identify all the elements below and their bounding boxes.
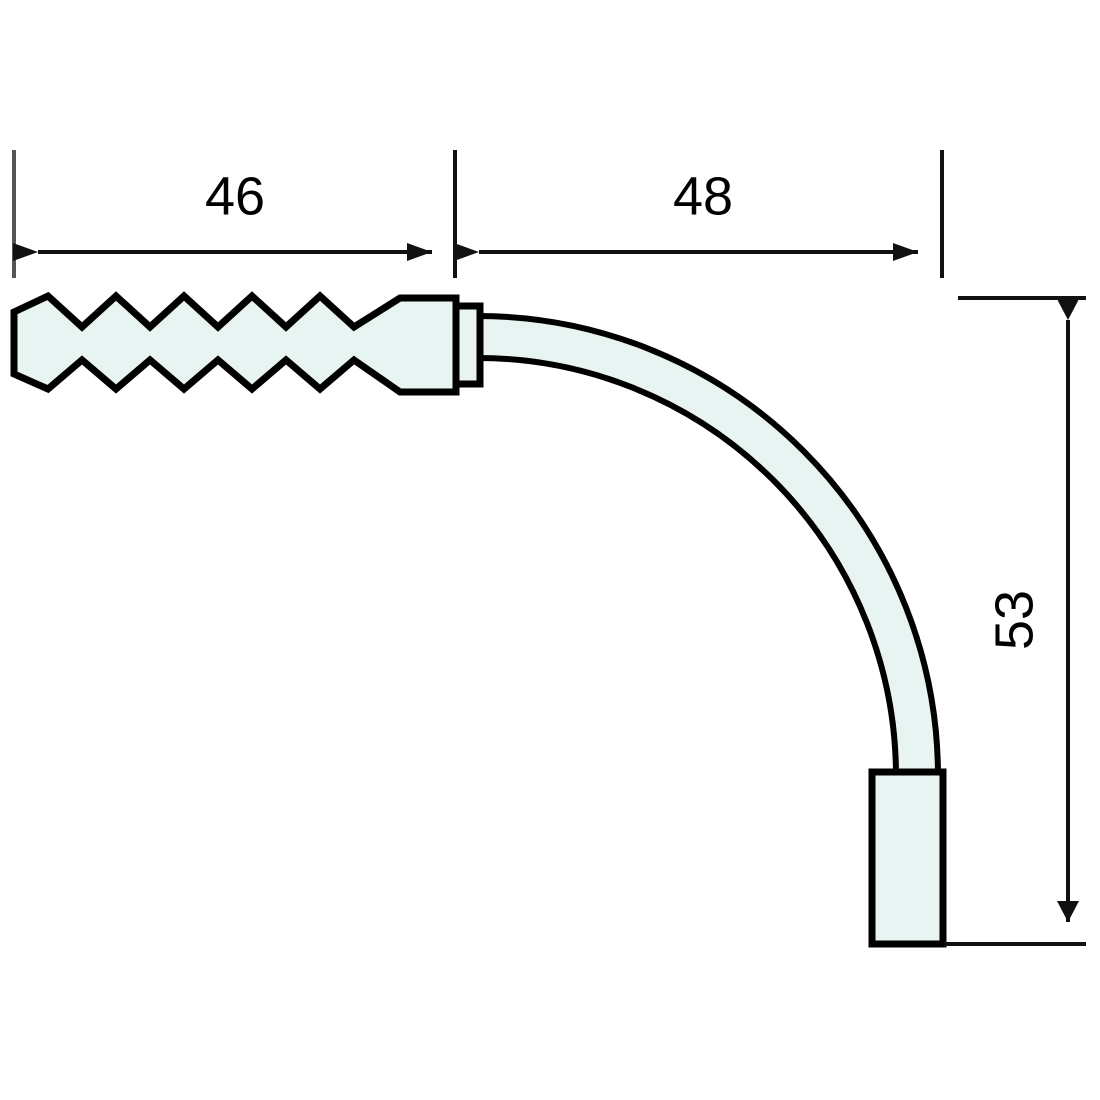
dimension-53: 53	[944, 296, 1086, 946]
tip-block	[868, 768, 947, 948]
collar	[452, 302, 484, 388]
dimension-46: 46	[12, 150, 432, 278]
dimension-48: 48	[454, 150, 944, 278]
curved-tube	[475, 313, 941, 803]
knurled-handle	[10, 291, 460, 396]
dimension-label-48: 48	[673, 166, 733, 226]
dimension-label-46: 46	[205, 166, 265, 226]
part-geometry	[10, 291, 947, 948]
dimension-label-53: 53	[984, 590, 1044, 650]
